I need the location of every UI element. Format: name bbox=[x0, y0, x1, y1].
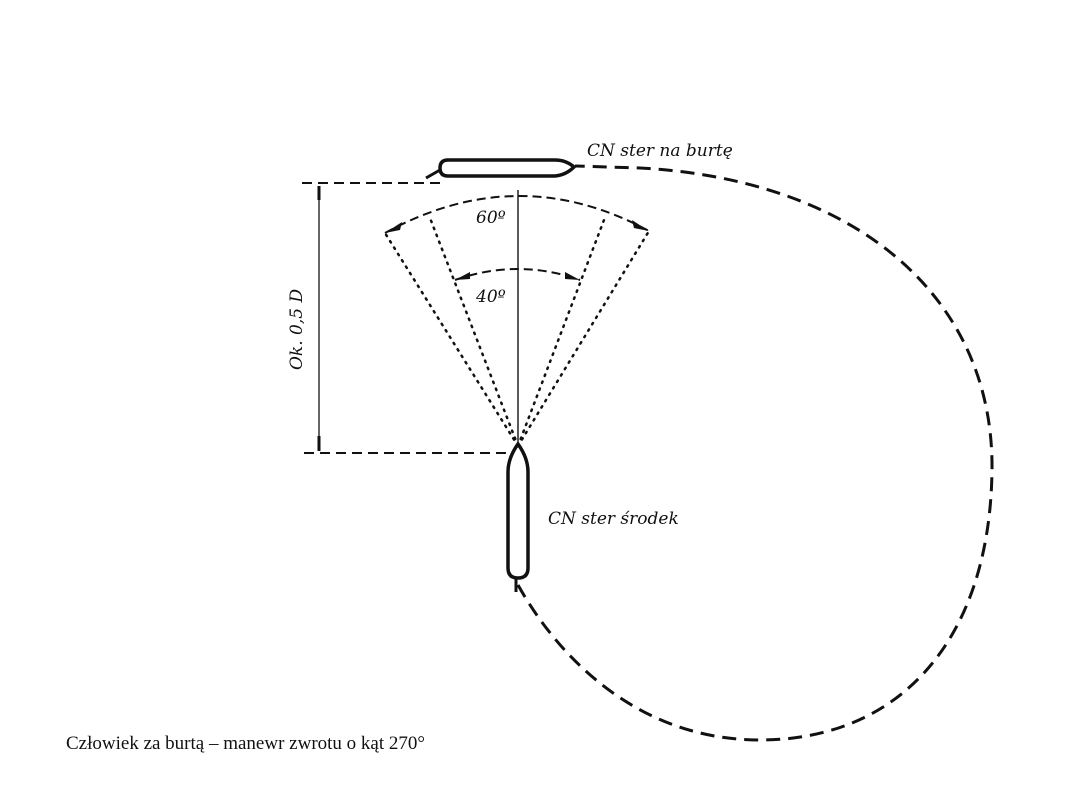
label-angle-outer: 60º bbox=[476, 208, 506, 228]
label-ship-bottom: CN ster środek bbox=[548, 509, 679, 529]
ship-top-icon bbox=[425, 158, 577, 180]
inner-arc-arrow-left bbox=[455, 272, 470, 280]
outer-angle-arc bbox=[384, 195, 650, 234]
ship-bottom-icon bbox=[506, 440, 530, 592]
sector-lines bbox=[383, 216, 651, 448]
label-distance: Ok. 0,5 D bbox=[287, 289, 307, 370]
label-angle-inner: 40º bbox=[475, 287, 506, 307]
label-ship-top: CN ster na burtę bbox=[587, 141, 733, 161]
outer-arc-arrow-left bbox=[385, 222, 402, 233]
turning-loop-path bbox=[516, 164, 994, 742]
figure-caption: Człowiek za burtą – manewr zwrotu o kąt … bbox=[66, 733, 425, 754]
inner-arc-arrow-right bbox=[565, 272, 580, 280]
outer-arc-arrow-right bbox=[632, 220, 649, 231]
